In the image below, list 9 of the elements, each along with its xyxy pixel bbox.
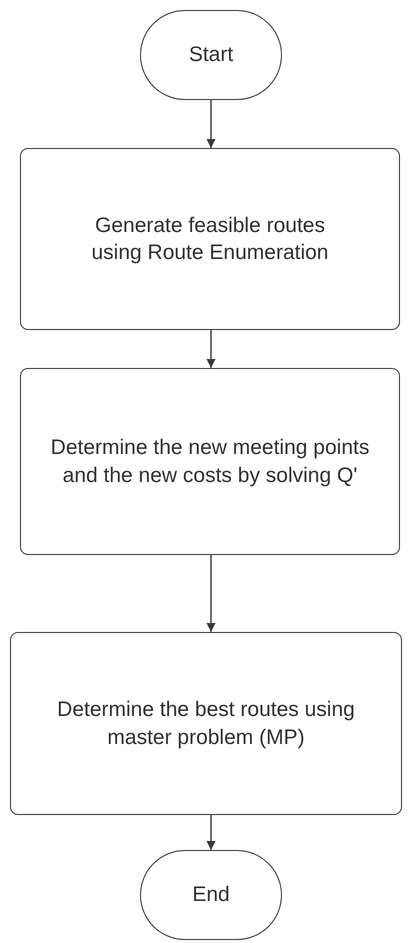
terminal-shape: Start [140, 10, 282, 100]
process-box: Determine the best routes using master problem (MP) [10, 632, 402, 815]
arrow [206, 100, 216, 148]
arrow [206, 555, 216, 632]
process-box: Generate feasible routes using Route Enumeration [20, 148, 400, 330]
arrow [206, 815, 216, 850]
arrow [206, 330, 216, 368]
process-box: Determine the new meeting points and the new costs by solving Q' [20, 368, 400, 555]
terminal-shape: End [140, 850, 282, 940]
